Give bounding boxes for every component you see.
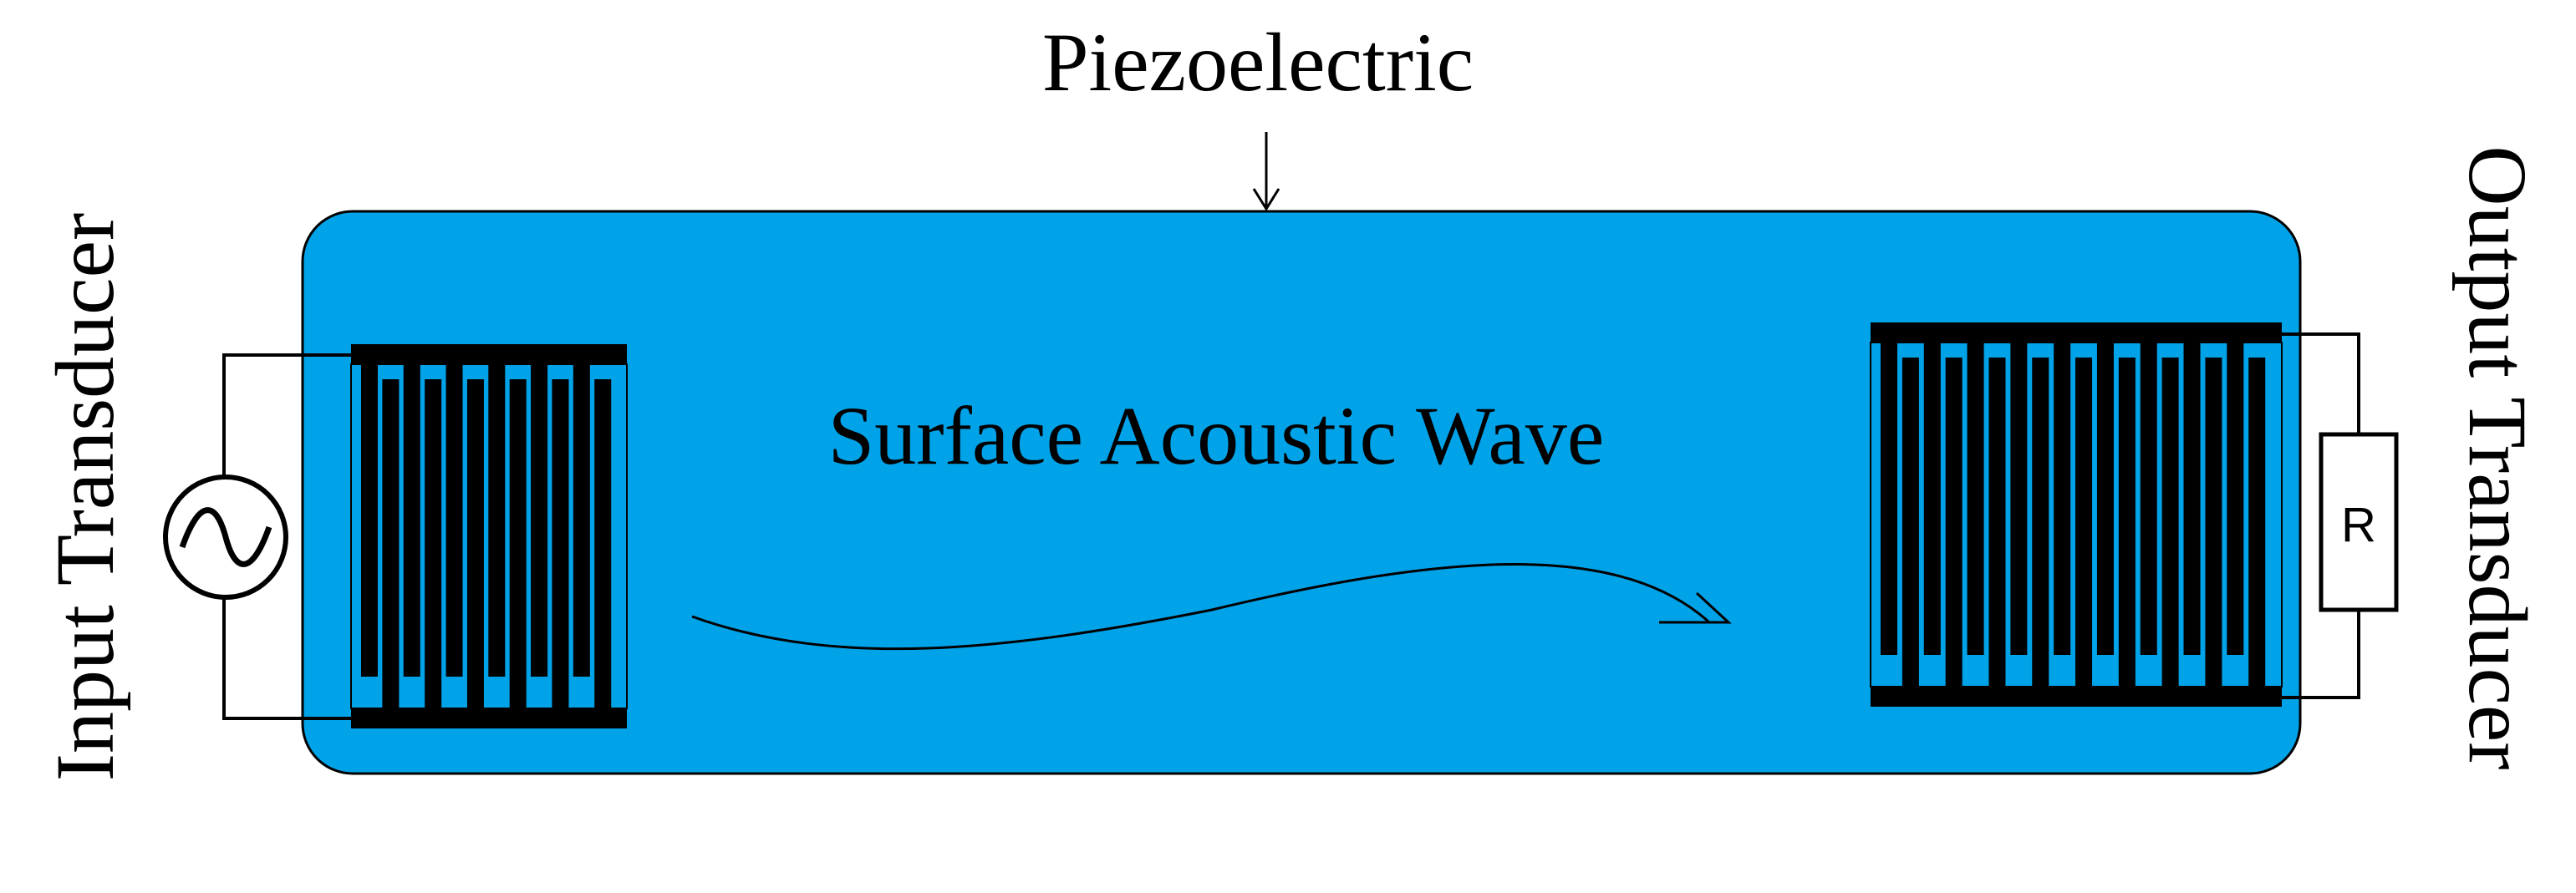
idt-finger-bottom xyxy=(2248,358,2266,687)
input-transducer-idt xyxy=(350,344,628,728)
idt-top-busbar xyxy=(351,344,627,364)
ac-source-icon xyxy=(163,474,288,600)
input-transducer-label: Input Transducer xyxy=(38,213,131,782)
piezoelectric-pointer-arrow-icon xyxy=(1252,132,1280,211)
idt-top-busbar xyxy=(1871,322,2282,342)
idt-bottom-busbar xyxy=(1871,687,2282,707)
idt-finger-bottom xyxy=(466,379,484,708)
idt-finger-bottom xyxy=(2032,358,2049,687)
output-transducer-idt xyxy=(1870,322,2283,707)
piezoelectric-label: Piezoelectric xyxy=(1042,16,1474,109)
idt-bottom-busbar xyxy=(351,708,627,728)
idt-finger-top xyxy=(445,364,463,677)
output-transducer-label: Output Transducer xyxy=(2451,145,2544,769)
idt-finger-top xyxy=(488,364,506,677)
idt-finger-bottom xyxy=(552,379,569,708)
idt-finger-top xyxy=(531,364,548,677)
idt-finger-bottom xyxy=(1901,358,1919,687)
idt-finger-top xyxy=(1967,342,1984,655)
idt-frame xyxy=(1870,342,2283,688)
idt-finger-bottom xyxy=(382,379,400,708)
idt-finger-top xyxy=(573,364,590,677)
idt-finger-bottom xyxy=(2205,358,2222,687)
idt-finger-bottom xyxy=(2161,358,2179,687)
idt-finger-top xyxy=(2096,342,2114,655)
idt-finger-top xyxy=(361,364,378,677)
wave-arrow-icon xyxy=(691,563,1732,651)
idt-finger-bottom xyxy=(1945,358,1963,687)
idt-frame xyxy=(350,363,628,709)
idt-finger-top xyxy=(2010,342,2028,655)
idt-finger-top xyxy=(2227,342,2244,655)
idt-finger-top xyxy=(2140,342,2157,655)
idt-finger-top xyxy=(1923,342,1941,655)
surface-acoustic-wave-label: Surface Acoustic Wave xyxy=(828,389,1605,482)
resistor-icon: R xyxy=(2319,432,2399,612)
piezoelectric-substrate xyxy=(301,210,2302,775)
idt-finger-top xyxy=(2054,342,2071,655)
idt-finger-top xyxy=(403,364,420,677)
idt-finger-bottom xyxy=(509,379,527,708)
idt-finger-bottom xyxy=(2118,358,2136,687)
idt-finger-top xyxy=(1881,342,1897,655)
idt-finger-bottom xyxy=(594,379,612,708)
idt-finger-bottom xyxy=(2075,358,2093,687)
idt-finger-bottom xyxy=(1988,358,2006,687)
idt-finger-bottom xyxy=(425,379,442,708)
resistor-label: R xyxy=(2341,498,2376,552)
idt-finger-top xyxy=(2183,342,2201,655)
